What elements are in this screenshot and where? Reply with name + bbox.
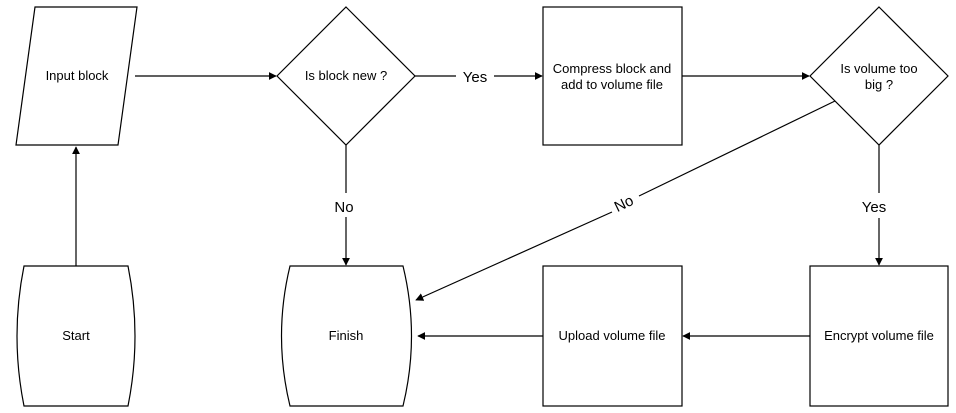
compress-block-node: Compress block and add to volume file (542, 6, 683, 146)
edge-big-no-to-finish (415, 211, 613, 301)
is-block-new-label: Is block new ? (305, 68, 387, 83)
volume-big-label-line1: Is volume too (840, 61, 917, 76)
upload-volume-node: Upload volume file (542, 265, 683, 407)
finish-node: Finish (280, 265, 413, 407)
edge-label-big-yes: Yes (862, 199, 886, 216)
edge-label-big-no: No (612, 192, 637, 216)
compress-label-line1: Compress block and (553, 61, 672, 76)
compress-label-line2: add to volume file (561, 77, 663, 92)
start-label: Start (62, 328, 90, 343)
is-volume-too-big-decision: Is volume too big ? (809, 6, 949, 146)
edge-label-new-no: No (334, 199, 353, 216)
is-block-new-decision: Is block new ? (276, 6, 416, 146)
upload-label: Upload volume file (559, 328, 666, 343)
input-block-node: Input block (15, 6, 138, 146)
edge-label-new-yes: Yes (463, 69, 487, 86)
encrypt-volume-node: Encrypt volume file (809, 265, 949, 407)
edge-big-no-segment (638, 100, 836, 197)
finish-label: Finish (329, 328, 364, 343)
start-node: Start (16, 265, 136, 407)
encrypt-label: Encrypt volume file (824, 328, 934, 343)
volume-big-label-line2: big ? (865, 77, 893, 92)
input-block-label: Input block (46, 68, 109, 83)
